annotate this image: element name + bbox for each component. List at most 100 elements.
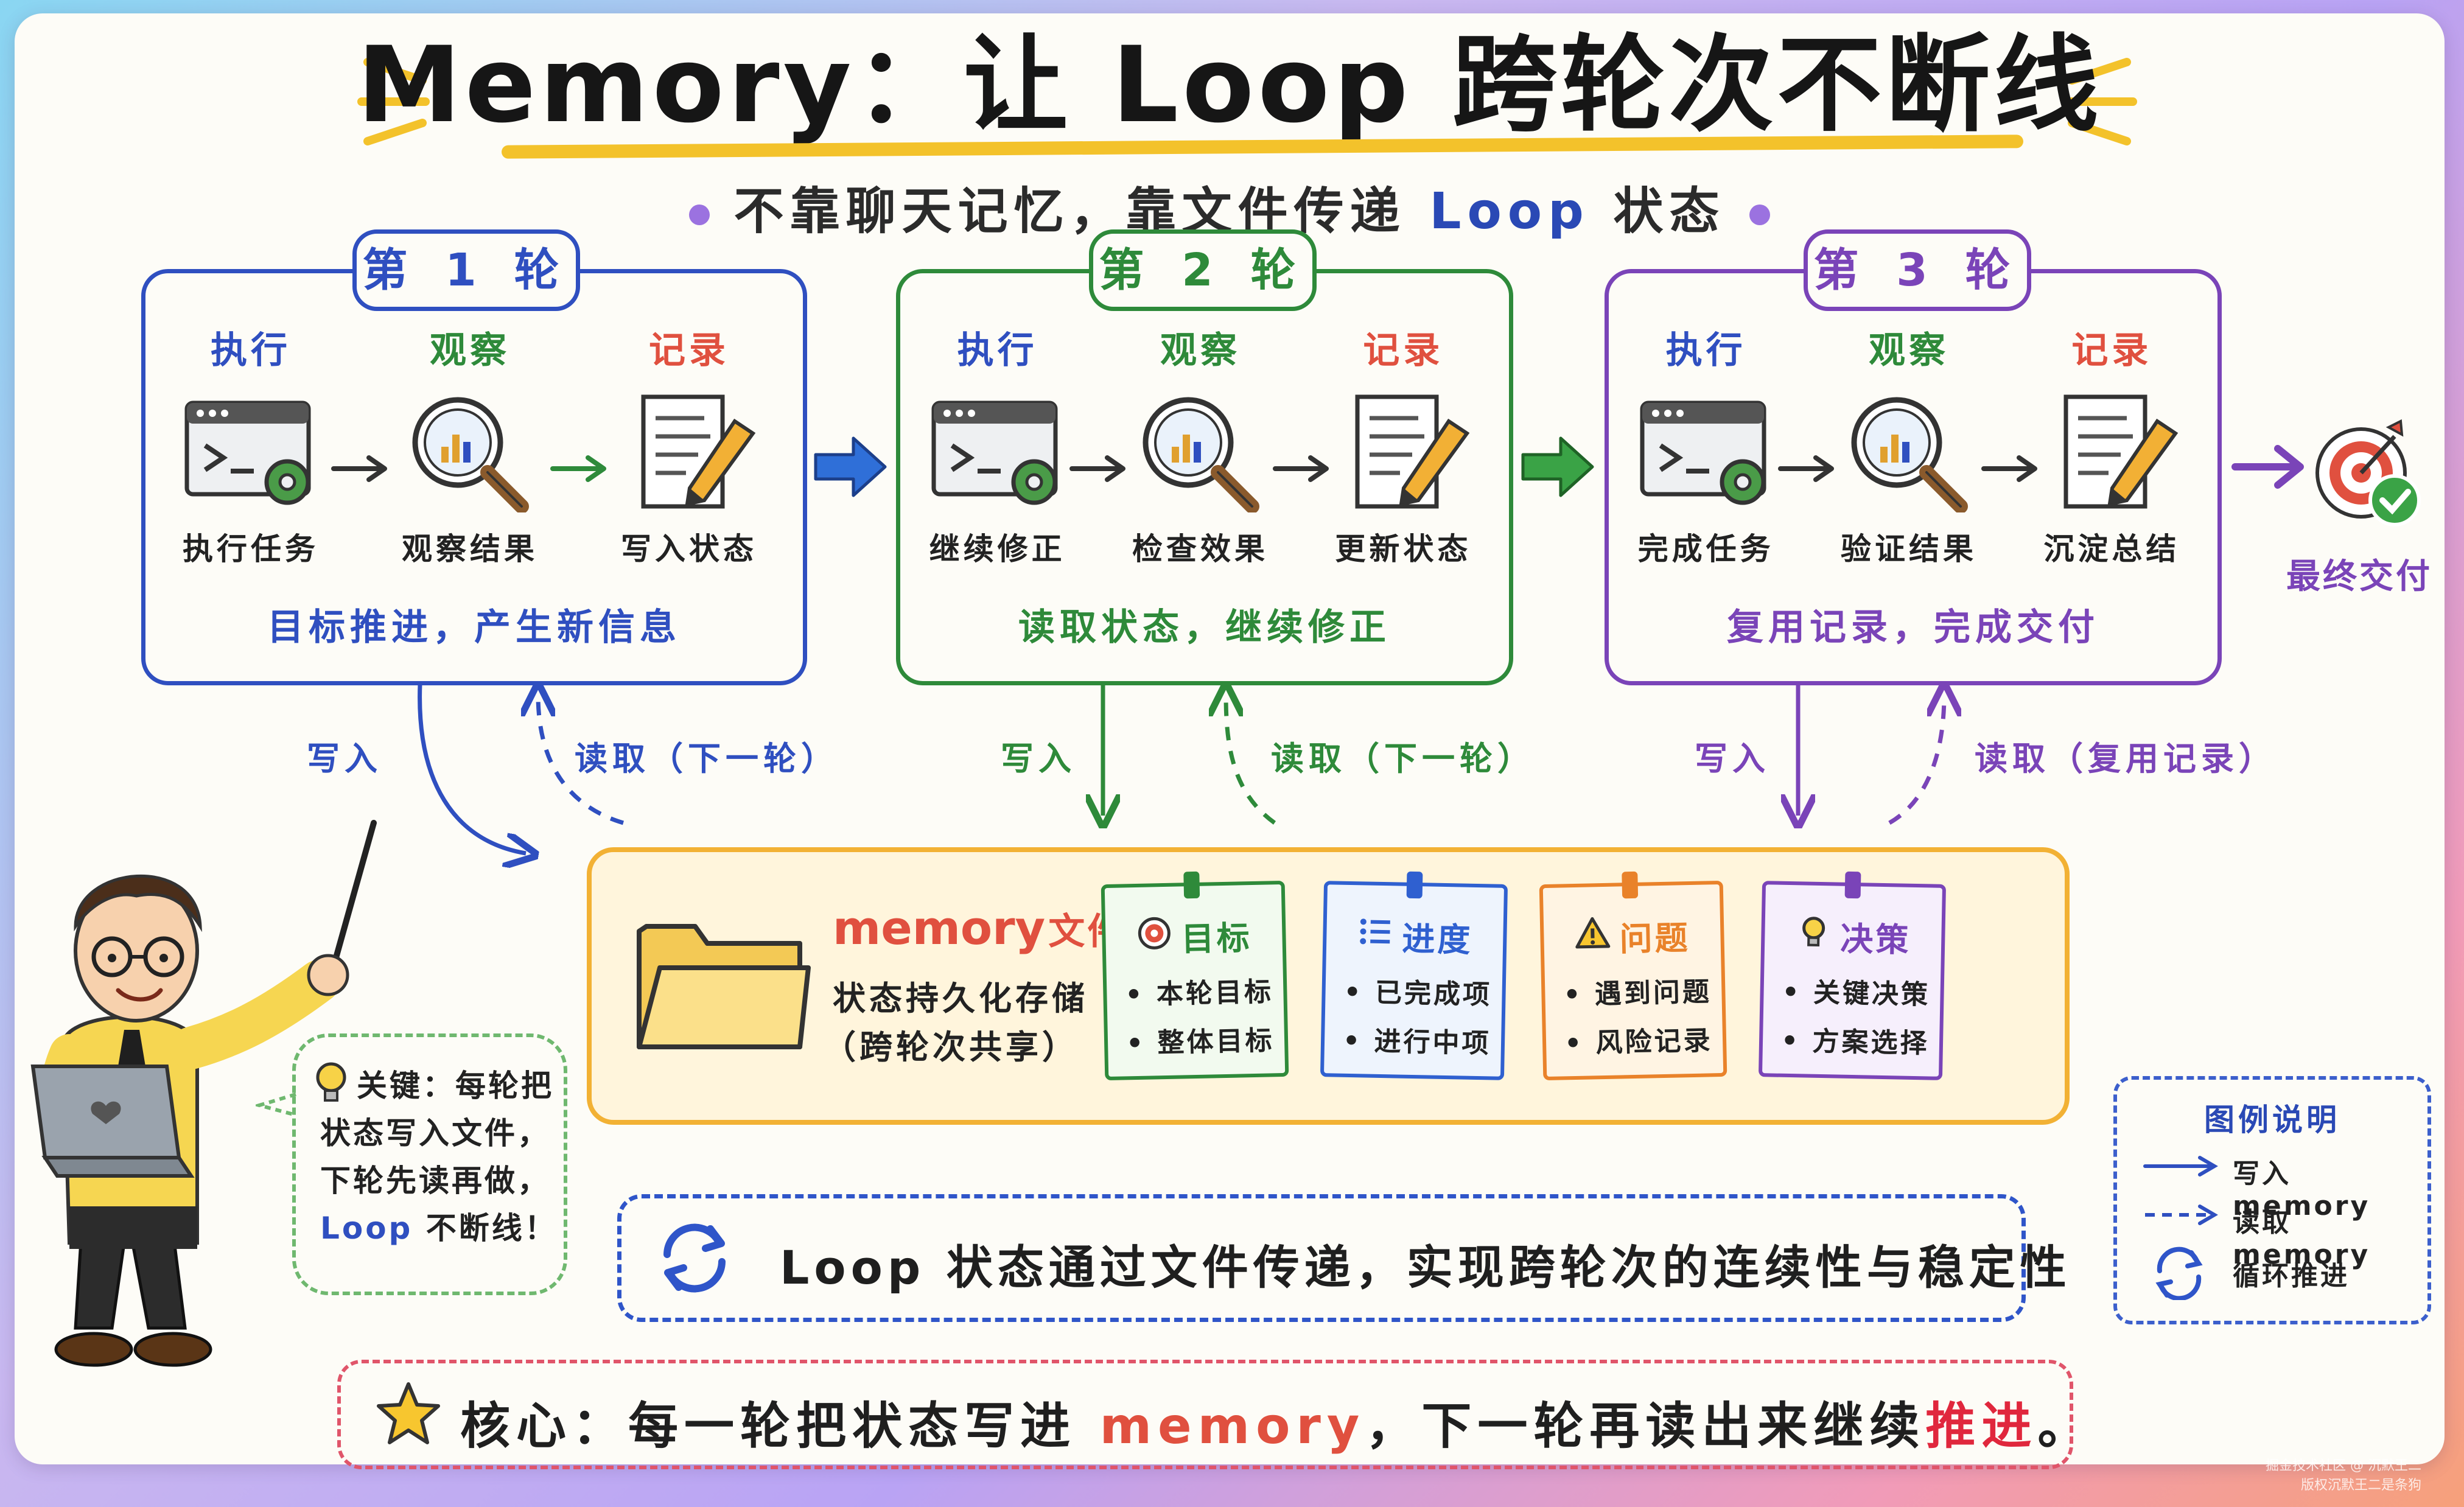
step-head: 记录 bbox=[649, 329, 729, 372]
round-1-summary: 目标推进，产生新信息 bbox=[267, 606, 681, 649]
memory-title: memory 文件 bbox=[833, 901, 1126, 955]
memory-file-box: memory 文件 状态持久化存储 （跨轮次共享） 目标本轮目标整体目标进度已完… bbox=[587, 847, 2070, 1125]
step-head: 观察 bbox=[1869, 329, 1949, 372]
memory-desc-1: 状态持久化存储 bbox=[833, 979, 1088, 1018]
note-item: 本轮目标 bbox=[1125, 970, 1284, 1012]
bullet-dot bbox=[1749, 204, 1771, 225]
tip-loop-word: Loop bbox=[320, 1211, 413, 1246]
loop-statement-text: Loop 状态通过文件传递，实现跨轮次的连续性与稳定性 bbox=[780, 1240, 2071, 1295]
step-label: 写入状态 bbox=[621, 531, 757, 567]
step-head: 执行 bbox=[957, 329, 1038, 372]
note-item: 整体目标 bbox=[1125, 1018, 1284, 1060]
core-box: 核心：每一轮把状态写进 memory，下一轮再读出来继续推进。 bbox=[337, 1360, 2087, 1469]
page-title: Memory：让 Loop 跨轮次不断线 bbox=[357, 24, 2102, 146]
round-2-step-2: 观察检查效果 bbox=[1109, 326, 1292, 568]
round-2-step-1: 执行继续修正 bbox=[906, 326, 1089, 568]
final-delivery-label: 最终交付 bbox=[2286, 557, 2432, 596]
round-3-summary: 复用记录，完成交付 bbox=[1727, 606, 2099, 649]
round-3-step-2: 观察验证结果 bbox=[1818, 326, 2000, 568]
magnifier-chart-icon bbox=[1833, 391, 1985, 514]
sparkle-left-icon bbox=[357, 58, 430, 145]
round-1-step-1: 执行执行任务 bbox=[159, 326, 342, 568]
step-head: 记录 bbox=[1363, 329, 1444, 372]
note-item: 已完成项 bbox=[1343, 970, 1502, 1012]
step-label: 沉淀总结 bbox=[2043, 531, 2180, 567]
round-3-step-3: 记录沉淀总结 bbox=[2020, 326, 2203, 568]
terminal-gear-icon bbox=[922, 391, 1074, 512]
cycle-icon bbox=[663, 1223, 726, 1293]
core-push-word: 推进 bbox=[1925, 1397, 2038, 1455]
connector-layer bbox=[418, 13, 2445, 1464]
note-item: 方案选择 bbox=[1781, 1019, 1940, 1061]
step-label: 检查效果 bbox=[1132, 531, 1269, 567]
document-pencil-icon bbox=[613, 391, 765, 512]
round-2-tag: 第 2 轮 bbox=[1089, 229, 1317, 311]
target-check-icon bbox=[2315, 419, 2421, 526]
legend-cycle-icon bbox=[2155, 1247, 2203, 1300]
step-label: 继续修正 bbox=[929, 531, 1066, 567]
legend-write-label: 写入 memory bbox=[2233, 1158, 2371, 1222]
round-1-write-label: 写入 bbox=[307, 740, 382, 778]
tip-line-2: 状态写入文件， bbox=[320, 1116, 550, 1151]
step-label: 完成任务 bbox=[1637, 531, 1774, 567]
round-2-write-label: 写入 bbox=[1001, 740, 1076, 778]
round-2-summary: 读取状态，继续修正 bbox=[1018, 606, 1391, 649]
terminal-gear-icon bbox=[1630, 391, 1782, 512]
memory-note-3: 问题遇到问题风险记录 bbox=[1539, 871, 1727, 1081]
step-label: 观察结果 bbox=[402, 531, 538, 567]
step-arrow-icon bbox=[550, 455, 606, 482]
round-1-step-2: 观察观察结果 bbox=[379, 326, 561, 568]
pin-icon bbox=[1406, 871, 1423, 899]
step-arrow-icon bbox=[1069, 455, 1126, 482]
star-icon bbox=[377, 1382, 440, 1444]
round-3-step-1: 执行完成任务 bbox=[1615, 326, 1797, 568]
step-label: 更新状态 bbox=[1335, 531, 1472, 567]
list-icon bbox=[1357, 914, 1395, 964]
round-3-write-label: 写入 bbox=[1695, 740, 1770, 778]
note-title: 问题 bbox=[1544, 911, 1721, 963]
step-head: 执行 bbox=[211, 329, 291, 372]
lightbulb-icon bbox=[316, 1062, 346, 1102]
memory-title-word: memory bbox=[833, 901, 1046, 955]
presenter-illustration bbox=[30, 820, 377, 1367]
core-prefix: 核心：每一轮把状态写进 bbox=[460, 1397, 1077, 1455]
round-1-step-3: 记录写入状态 bbox=[598, 326, 780, 568]
step-arrow-icon bbox=[1981, 455, 2037, 482]
folder-icon bbox=[637, 924, 811, 1049]
core-memory-word: memory bbox=[1099, 1397, 1366, 1455]
step-head: 执行 bbox=[1665, 329, 1746, 372]
tip-line-1: 关键：每轮把 bbox=[357, 1068, 554, 1103]
note-item: 进行中项 bbox=[1343, 1019, 1502, 1061]
memory-note-2: 进度已完成项进行中项 bbox=[1320, 871, 1508, 1080]
note-item: 风险记录 bbox=[1564, 1018, 1723, 1060]
round-3-tag: 第 3 轮 bbox=[1804, 229, 2031, 311]
round-2-step-3: 记录更新状态 bbox=[1312, 326, 1494, 568]
final-arrow-icon bbox=[2231, 445, 2304, 489]
step-head: 记录 bbox=[2071, 329, 2152, 372]
memory-desc-2: （跨轮次共享） bbox=[823, 1028, 1079, 1066]
legend-read-label: 读取 memory bbox=[2233, 1207, 2371, 1270]
round-arrow-green-icon bbox=[1521, 436, 1594, 497]
pin-icon bbox=[1183, 871, 1200, 899]
bullet-dot bbox=[688, 204, 710, 225]
note-item: 遇到问题 bbox=[1563, 970, 1722, 1012]
loop-statement-box: Loop 状态通过文件传递，实现跨轮次的连续性与稳定性 bbox=[617, 1194, 2067, 1322]
watermark-line-1: 掘金技术社区 @ 沉默王二 bbox=[2266, 1458, 2421, 1474]
legend-read-arrow-icon bbox=[2145, 1205, 2218, 1225]
core-middle: ，下一轮再读出来继续 bbox=[1365, 1397, 1926, 1455]
diagram-card: Memory：让 Loop 跨轮次不断线 不靠聊天记忆，靠文件传递 Loop 状… bbox=[15, 13, 2445, 1469]
note-title: 决策 bbox=[1765, 911, 1942, 963]
round-3-read-label: 读取（复用记录） bbox=[1975, 740, 2277, 778]
terminal-gear-icon bbox=[175, 391, 327, 512]
round-2-read-label: 读取（下一轮） bbox=[1271, 740, 1535, 778]
step-head: 观察 bbox=[1160, 329, 1241, 372]
step-arrow-icon bbox=[1778, 455, 1835, 482]
core-text: 核心：每一轮把状态写进 memory，下一轮再读出来继续推进。 bbox=[460, 1385, 2093, 1458]
warning-icon bbox=[1574, 915, 1612, 965]
document-pencil-icon bbox=[2035, 391, 2188, 512]
memory-note-4: 决策关键决策方案选择 bbox=[1758, 871, 1947, 1080]
note-title: 目标 bbox=[1105, 911, 1283, 963]
subtitle-state: 状态 bbox=[1613, 183, 1726, 240]
document-pencil-icon bbox=[1327, 391, 1479, 512]
legend-title: 图例说明 bbox=[2204, 1102, 2340, 1138]
